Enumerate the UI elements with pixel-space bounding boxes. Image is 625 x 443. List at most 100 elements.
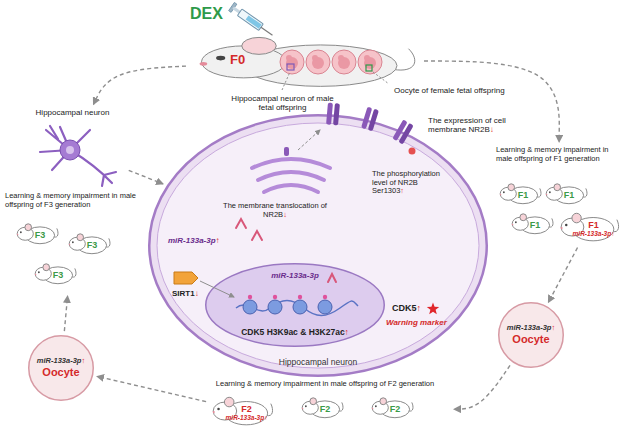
- neuron-icon: [40, 126, 116, 186]
- plunger-rod: [232, 6, 240, 13]
- mouse-nose: [500, 194, 501, 196]
- mouse-figure: F3: [15, 220, 59, 246]
- acetyl-mark: [273, 295, 277, 299]
- warning-star: [427, 303, 439, 315]
- mouse-eye: [72, 241, 74, 243]
- node-text: F2: [390, 404, 401, 414]
- receptor-vesicle: [284, 147, 289, 156]
- mouse-ear: [242, 37, 277, 54]
- mouse-nose: [69, 244, 70, 246]
- node-text: Hippocampal neuron: [36, 108, 110, 117]
- mouse-eye: [565, 224, 567, 227]
- mouse-ear: [572, 213, 581, 223]
- oocyte-circle: miR-133a-3p↑Oocyte: [28, 335, 94, 401]
- mouse-ear: [43, 264, 50, 271]
- dashed-connector: [424, 61, 559, 142]
- outline-ellipse: [206, 264, 385, 347]
- mouse-eye: [20, 231, 22, 233]
- mouse-figure: F1miR-133a-3p↑: [558, 208, 620, 244]
- mouse-figure: F3: [67, 230, 111, 256]
- annotation-label: The expression of cell membrane NR2B↓: [428, 116, 528, 134]
- mouse-figure: F2: [300, 394, 344, 420]
- trend-arrow: ↓: [195, 289, 199, 298]
- leader-line: [282, 72, 290, 90]
- mouse-ear: [224, 397, 234, 407]
- oocyte-circle: miR-133a-3p↑Oocyte: [498, 302, 564, 368]
- dashed-connector: [64, 296, 67, 331]
- hairpin: [328, 274, 336, 282]
- node-text: F1: [564, 190, 575, 200]
- acetyl-mark: [323, 295, 327, 299]
- annotation-label: DEX: [190, 5, 223, 23]
- trend-arrow: ↑: [264, 414, 267, 421]
- node-text: F3: [87, 240, 98, 250]
- fetus-head: [364, 55, 370, 61]
- neuron-nucleus: [66, 146, 74, 154]
- mouse-figure: F1: [544, 180, 588, 206]
- plunger-head: [229, 2, 237, 12]
- syringe: [229, 2, 276, 39]
- receptor-subunit: [392, 119, 407, 141]
- amniotic-sac: [280, 50, 304, 74]
- trend-arrow: ↑: [216, 236, 220, 245]
- receptor: [326, 103, 340, 126]
- receptor-subunit: [398, 123, 413, 145]
- node-text: miR-133a-3p↑: [226, 414, 268, 421]
- acetyl-mark: [248, 295, 252, 299]
- sirt1-protein: [174, 272, 198, 284]
- node-text: F2: [241, 404, 252, 414]
- trend-arrow: ↓: [283, 210, 287, 219]
- dashed-connector: [93, 66, 186, 104]
- node-text: F0: [230, 53, 245, 68]
- trend-arrow: ↓: [490, 125, 494, 134]
- mouse-ear: [520, 214, 527, 221]
- dashed-connector: [97, 376, 206, 401]
- annotation-label: Warning marker: [386, 318, 447, 327]
- mouse-nose: [302, 408, 303, 410]
- node-text: Learning & memory impairment in male off…: [496, 146, 621, 163]
- hairpin: [252, 231, 262, 240]
- annotation-label: CDK5↑: [392, 303, 421, 313]
- amniotic-sac: [306, 50, 330, 74]
- generation-group: Learning & memory impairment in male off…: [200, 380, 450, 440]
- fetus-head: [338, 55, 344, 61]
- mouse-eye: [217, 408, 220, 411]
- nucleus-ellipse: miR-133a-3pCDK5 H3K9ac & H3K27ac↑: [205, 263, 385, 347]
- trend-arrow: ↑: [551, 323, 555, 332]
- amniotic-sac: [332, 50, 356, 74]
- fetus: [286, 57, 298, 69]
- node-text: F1: [588, 220, 599, 230]
- mouse-nose: [17, 234, 18, 236]
- annotation-label: Oocyte of female fetal offspring: [394, 86, 505, 95]
- mouse-eye: [515, 221, 517, 223]
- histone: [268, 300, 282, 314]
- mouse-outline: [190, 28, 420, 92]
- mouse-eye: [305, 405, 307, 407]
- histone: [293, 300, 307, 314]
- phosphate-dot: [409, 148, 416, 155]
- cell-circle: Hippocampal neuronmiR-133a-3pCDK5 H3K9ac…: [148, 114, 488, 377]
- fetus: [312, 57, 324, 69]
- generation-group: Learning & memory impairment in male off…: [5, 192, 140, 292]
- annotation-label: The membrane translocation of NR2B↓: [215, 202, 335, 219]
- fetus: [338, 57, 350, 69]
- mouse-nose: [200, 62, 208, 66]
- node-text: F3: [53, 270, 64, 280]
- mouse-nose: [546, 194, 547, 196]
- node-text: Oocyte: [512, 333, 549, 346]
- mouse-eye: [375, 405, 377, 407]
- dashed-connector: [129, 170, 163, 184]
- receptor: [361, 107, 379, 132]
- mouse-figure: F0: [190, 28, 420, 92]
- mouse-eye: [38, 271, 40, 273]
- dashed-connector: [454, 365, 510, 409]
- mouse-figure: F2: [370, 394, 414, 420]
- mouse-nose: [561, 227, 563, 229]
- receptor-subunit: [361, 107, 372, 130]
- fetus-head: [286, 55, 292, 61]
- node-text: F2: [320, 404, 331, 414]
- endoplasmic-stack: [252, 130, 330, 192]
- node-text: Learning & memory impairment in male off…: [200, 380, 450, 389]
